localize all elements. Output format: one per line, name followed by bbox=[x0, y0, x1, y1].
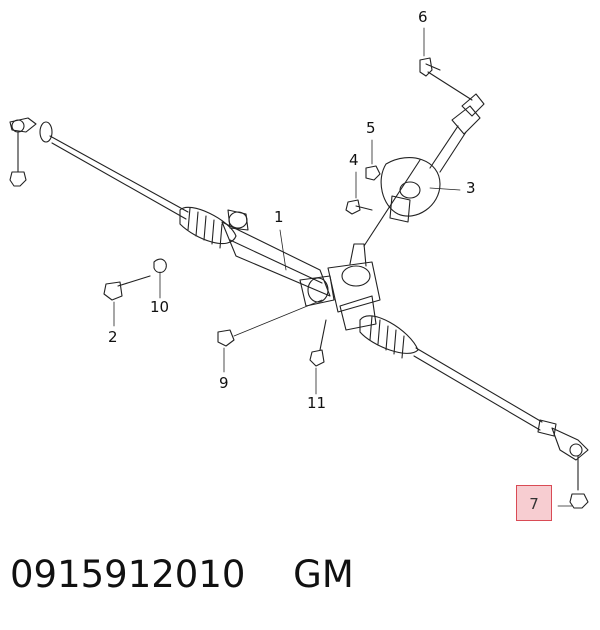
callout-7[interactable]: 7 bbox=[516, 485, 552, 521]
left-tie-rod bbox=[49, 135, 189, 220]
callout-9: 9 bbox=[219, 374, 229, 392]
steering-shaft bbox=[363, 71, 485, 247]
callout-2: 2 bbox=[108, 328, 118, 346]
callout-5: 5 bbox=[366, 119, 376, 137]
callout-3: 3 bbox=[466, 179, 476, 197]
brand-name: GM bbox=[293, 553, 354, 596]
callout-4: 4 bbox=[349, 151, 359, 169]
rack-housing bbox=[221, 209, 335, 307]
right-tie-rod bbox=[413, 347, 557, 437]
pinion-housing bbox=[327, 243, 381, 331]
bolt-4 bbox=[345, 199, 373, 215]
callout-10: 10 bbox=[150, 298, 170, 316]
part-footer: 0915912010 GM bbox=[10, 553, 354, 603]
callout-6: 6 bbox=[418, 8, 428, 26]
nut-5 bbox=[365, 165, 381, 181]
right-tie-rod-end bbox=[551, 427, 589, 509]
washer-10 bbox=[153, 258, 167, 274]
nut-9 bbox=[217, 329, 235, 347]
bolt-11 bbox=[309, 319, 327, 367]
callout-1: 1 bbox=[274, 208, 284, 226]
callout-11: 11 bbox=[307, 394, 327, 412]
part-number: 0915912010 bbox=[10, 553, 246, 596]
steering-rack-diagram bbox=[9, 27, 589, 509]
leader-lines bbox=[113, 27, 573, 507]
dust-cover bbox=[380, 157, 441, 223]
left-tie-rod-end bbox=[9, 117, 53, 187]
left-boot bbox=[179, 206, 237, 249]
bolt-6 bbox=[419, 57, 441, 77]
bolt-2 bbox=[103, 275, 151, 301]
right-boot bbox=[359, 315, 419, 359]
